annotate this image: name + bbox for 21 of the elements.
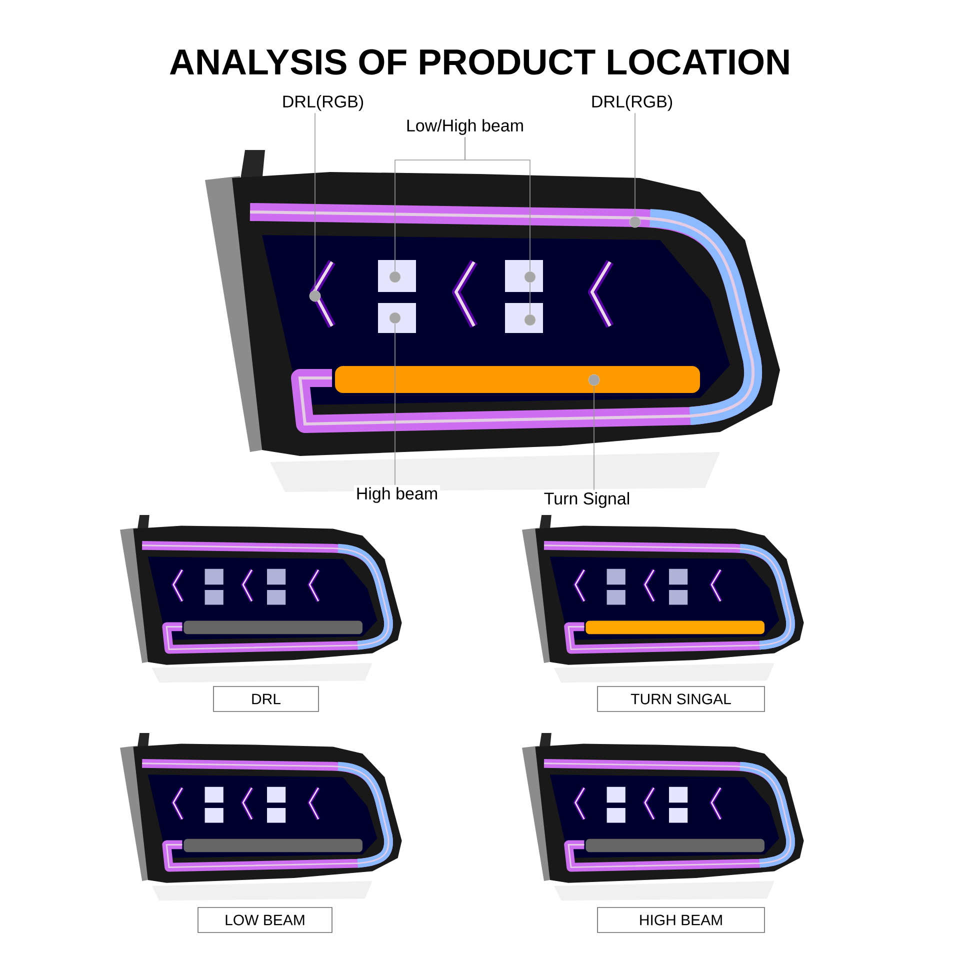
- leader-line: [464, 136, 530, 272]
- callout-label: DRL(RGB): [280, 93, 366, 113]
- caption-box: TURN SINGAL: [597, 686, 765, 712]
- callout-label: DRL(RGB): [588, 93, 676, 113]
- caption-box: HIGH BEAM: [597, 907, 765, 933]
- leader-line: [634, 112, 636, 217]
- leader-dot: [309, 290, 321, 302]
- leader-dot: [524, 271, 536, 283]
- leader-line: [314, 112, 316, 291]
- caption-box: DRL: [213, 686, 319, 712]
- leader-dot: [524, 314, 536, 326]
- title: ANALYSIS OF PRODUCT LOCATION: [170, 49, 789, 75]
- leader-dot: [389, 271, 401, 283]
- callout-label: Turn Signal: [542, 490, 632, 510]
- caption-box: LOW BEAM: [198, 907, 332, 933]
- leader-line: [394, 323, 396, 486]
- leader-dot: [588, 374, 600, 386]
- leader-dot: [389, 312, 401, 324]
- callout-label: Low/High beam: [404, 117, 526, 137]
- callout-label: High beam: [354, 485, 440, 505]
- leader-dot: [629, 216, 641, 228]
